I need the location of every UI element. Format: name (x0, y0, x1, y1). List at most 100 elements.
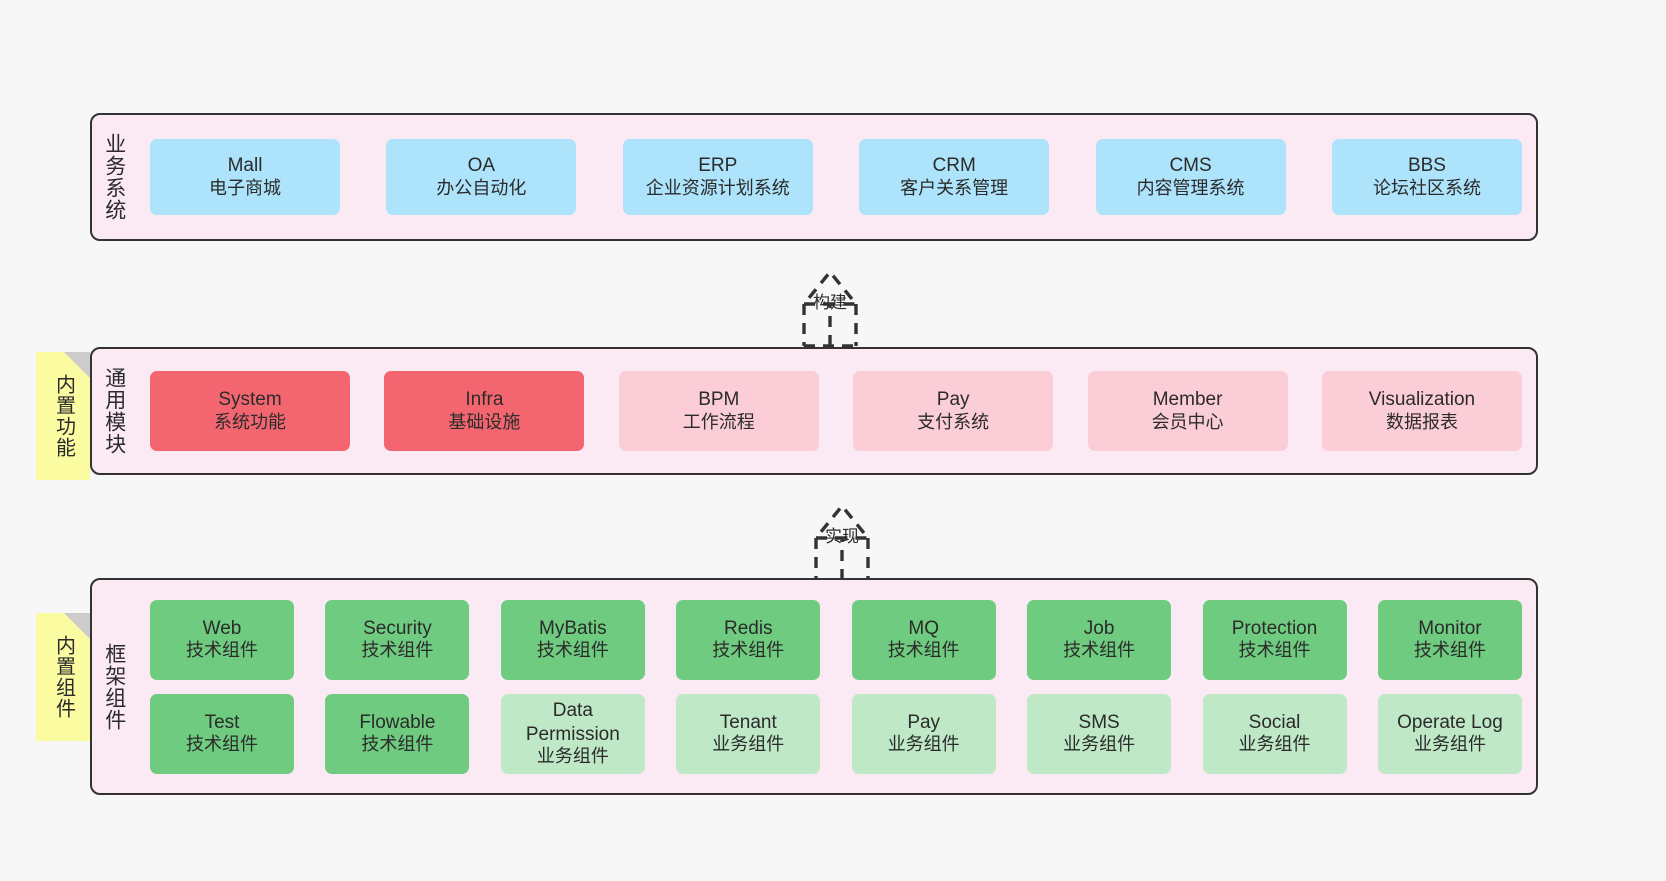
box-pay-module-en: Pay (936, 389, 970, 411)
connector-build: 构建 (760, 258, 900, 348)
box-mall-cn: 电子商城 (209, 177, 281, 198)
box-oa[interactable]: OA 办公自动化 (386, 139, 577, 215)
box-protection-cn: 技术组件 (1238, 640, 1311, 661)
sticky-note-builtin-components-label: 内置组件 (52, 635, 75, 719)
box-flowable-en: Flowable (359, 711, 436, 733)
box-member-en: Member (1152, 389, 1223, 411)
box-mall-en: Mall (227, 155, 263, 177)
layer-common-modules: 通用模块 System 系统功能 Infra 基础设施 BPM 工作流程 Pay… (90, 347, 1538, 475)
box-mq-cn: 技术组件 (887, 640, 960, 661)
box-test[interactable]: Test 技术组件 (150, 693, 294, 774)
box-protection-en: Protection (1231, 617, 1318, 639)
box-visualization-cn: 数据报表 (1385, 411, 1458, 432)
box-redis-cn: 技术组件 (712, 640, 785, 661)
box-operate-log-en: Operate Log (1397, 711, 1503, 733)
box-bpm-cn: 工作流程 (682, 411, 755, 432)
box-erp-en: ERP (698, 155, 738, 177)
box-mybatis[interactable]: MyBatis 技术组件 (500, 599, 645, 680)
box-crm[interactable]: CRM 客户关系管理 (859, 139, 1050, 215)
box-flowable[interactable]: Flowable 技术组件 (325, 693, 470, 774)
box-oa-cn: 办公自动化 (436, 177, 527, 198)
box-cms-en: CMS (1169, 155, 1212, 177)
box-member-cn: 会员中心 (1151, 411, 1224, 432)
layer-business-systems: 业务系统 Mall 电子商城 OA 办公自动化 ERP 企业资源计划系统 CRM… (90, 113, 1538, 241)
box-infra[interactable]: Infra 基础设施 (384, 371, 585, 451)
build-arrow-icon (800, 269, 860, 348)
layer-title-common-modules: 通用模块 (102, 367, 126, 455)
box-tenant-cn: 业务组件 (712, 734, 785, 755)
framework-row-business: Test 技术组件 Flowable 技术组件 Data Permission … (150, 693, 1522, 774)
box-bpm[interactable]: BPM 工作流程 (618, 371, 819, 451)
box-security-cn: 技术组件 (361, 640, 434, 661)
box-operate-log-cn: 业务组件 (1413, 734, 1486, 755)
sticky-note-builtin-functions-label: 内置功能 (52, 374, 75, 458)
box-job-cn: 技术组件 (1063, 640, 1136, 661)
sticky-note-builtin-functions: 内置功能 (36, 352, 90, 480)
box-system-cn: 系统功能 (214, 411, 286, 432)
box-test-cn: 技术组件 (186, 734, 258, 755)
box-sms-cn: 业务组件 (1063, 734, 1136, 755)
box-oa-en: OA (467, 155, 496, 177)
box-erp-cn: 企业资源计划系统 (645, 177, 790, 198)
box-security[interactable]: Security 技术组件 (325, 599, 470, 680)
box-social-en: Social (1248, 711, 1301, 733)
box-visualization-en: Visualization (1368, 389, 1476, 411)
box-visualization[interactable]: Visualization 数据报表 (1321, 371, 1522, 451)
box-mq[interactable]: MQ 技术组件 (851, 599, 996, 680)
box-sms[interactable]: SMS 业务组件 (1027, 693, 1172, 774)
box-cms[interactable]: CMS 内容管理系统 (1095, 139, 1286, 215)
box-redis[interactable]: Redis 技术组件 (676, 599, 821, 680)
box-crm-en: CRM (932, 155, 976, 177)
box-member[interactable]: Member 会员中心 (1087, 371, 1288, 451)
connector-build-label: 构建 (813, 293, 847, 312)
box-sms-en: SMS (1078, 711, 1120, 733)
box-job[interactable]: Job 技术组件 (1027, 599, 1172, 680)
box-system-en: System (218, 389, 282, 411)
box-tenant[interactable]: Tenant 业务组件 (676, 693, 821, 774)
sticky-note-builtin-components: 内置组件 (36, 613, 90, 741)
box-system[interactable]: System 系统功能 (150, 371, 350, 451)
box-bpm-en: BPM (698, 389, 740, 411)
box-bbs[interactable]: BBS 论坛社区系统 (1331, 139, 1522, 215)
box-pay-component-cn: 业务组件 (887, 734, 960, 755)
box-pay-module[interactable]: Pay 支付系统 (853, 371, 1054, 451)
box-cms-cn: 内容管理系统 (1136, 177, 1245, 198)
box-redis-en: Redis (723, 617, 773, 639)
box-pay-component-en: Pay (907, 711, 941, 733)
box-monitor[interactable]: Monitor 技术组件 (1377, 599, 1522, 680)
box-monitor-en: Monitor (1418, 617, 1482, 639)
box-data-permission-en: Data Permission (525, 700, 620, 745)
box-mall[interactable]: Mall 电子商城 (150, 139, 340, 215)
box-mybatis-en: MyBatis (539, 617, 607, 639)
box-mybatis-cn: 技术组件 (536, 640, 609, 661)
box-mq-en: MQ (908, 617, 939, 639)
connector-implement: 实现 (772, 492, 912, 582)
box-test-en: Test (204, 711, 240, 733)
box-protection[interactable]: Protection 技术组件 (1202, 599, 1347, 680)
box-web-en: Web (202, 617, 242, 639)
box-web-cn: 技术组件 (186, 640, 258, 661)
box-erp[interactable]: ERP 企业资源计划系统 (622, 139, 813, 215)
box-data-permission-cn: 业务组件 (536, 745, 609, 766)
box-security-en: Security (363, 617, 432, 639)
layer-body-framework-components: Web 技术组件 Security 技术组件 MyBatis 技术组件 Redi… (136, 580, 1536, 793)
box-job-en: Job (1083, 617, 1115, 639)
box-bbs-en: BBS (1407, 155, 1446, 177)
framework-row-technical: Web 技术组件 Security 技术组件 MyBatis 技术组件 Redi… (150, 599, 1522, 680)
box-operate-log[interactable]: Operate Log 业务组件 (1377, 693, 1522, 774)
box-data-permission[interactable]: Data Permission 业务组件 (500, 693, 645, 774)
box-bbs-cn: 论坛社区系统 (1372, 177, 1481, 198)
layer-framework-components: 框架组件 Web 技术组件 Security 技术组件 MyBatis 技术组件… (90, 578, 1538, 795)
box-crm-cn: 客户关系管理 (900, 177, 1009, 198)
layer-title-framework-components: 框架组件 (102, 642, 126, 731)
box-web[interactable]: Web 技术组件 (150, 599, 294, 680)
box-social[interactable]: Social 业务组件 (1202, 693, 1347, 774)
layer-body-business-systems: Mall 电子商城 OA 办公自动化 ERP 企业资源计划系统 CRM 客户关系… (136, 115, 1536, 239)
box-monitor-cn: 技术组件 (1413, 640, 1486, 661)
box-social-cn: 业务组件 (1238, 734, 1311, 755)
box-pay-component[interactable]: Pay 业务组件 (851, 693, 996, 774)
layer-title-business-systems: 业务系统 (102, 133, 126, 221)
box-pay-module-cn: 支付系统 (917, 411, 990, 432)
box-infra-en: Infra (465, 389, 504, 411)
